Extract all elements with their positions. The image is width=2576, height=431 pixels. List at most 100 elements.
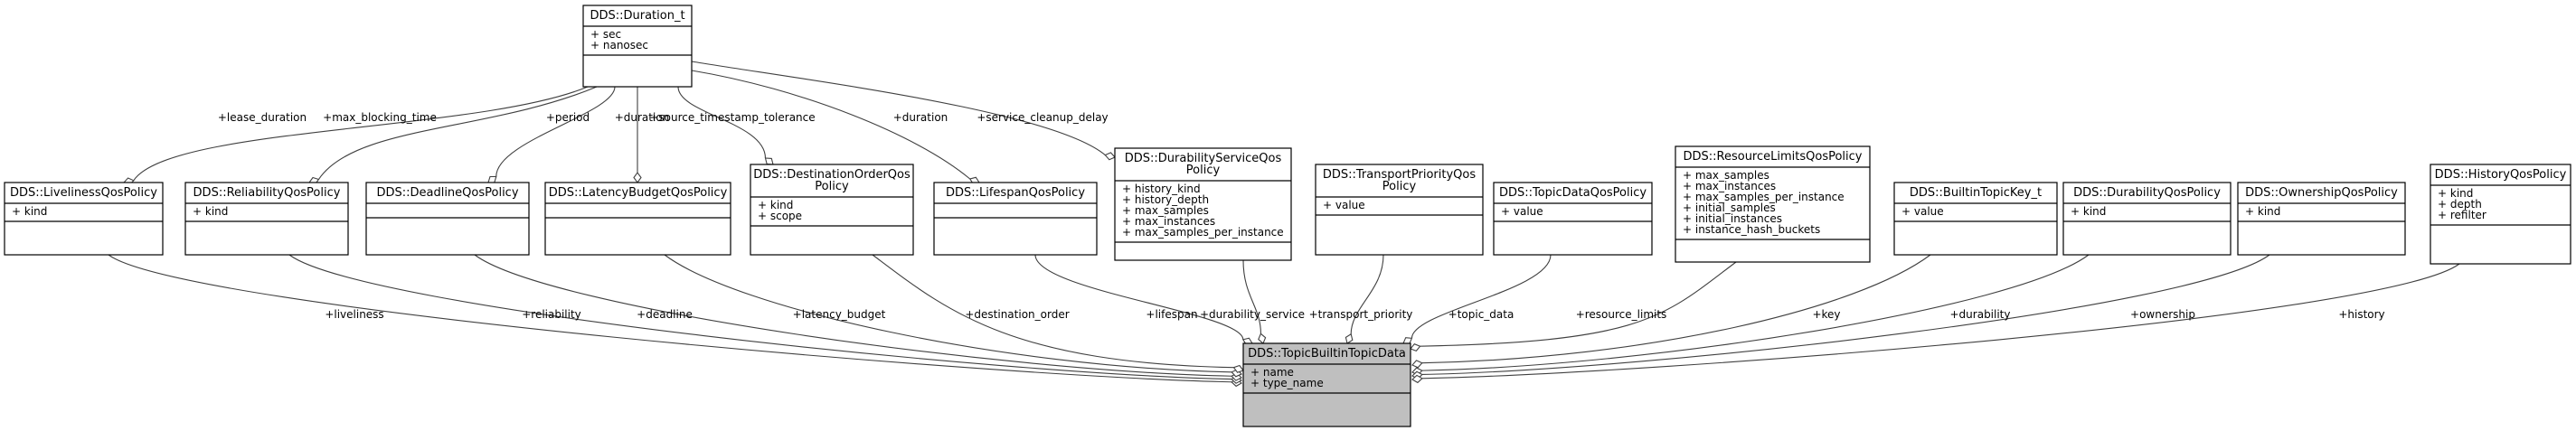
class-title: DDS::BuiltinTopicKey_t — [1910, 186, 2042, 200]
class-attribute: + value — [1901, 205, 1944, 218]
class-title: DDS::TransportPriorityQos — [1323, 168, 1476, 182]
dependency-edge — [691, 61, 1106, 155]
class-box-frame — [184, 182, 349, 256]
class-box-frame — [933, 182, 1098, 256]
class-title: DDS::TopicBuiltinTopicData — [1248, 347, 1406, 361]
class-attribute: + instance_hash_buckets — [1683, 223, 1820, 236]
composition-edge — [1421, 254, 2090, 371]
class-attribute: + max_samples_per_instance — [1683, 191, 1845, 203]
class-box-frame — [4, 182, 164, 256]
class-title: DDS::DeadlineQosPolicy — [376, 186, 518, 200]
composition-edge — [474, 254, 1232, 377]
aggregation-diamond — [633, 172, 642, 183]
class-attribute: + kind — [2245, 205, 2280, 218]
composition-edge — [1421, 263, 2460, 379]
aggregation-diamond — [1104, 152, 1116, 161]
boxes-layer: DDS::LivelinessQosPolicy+ kind DDS::Relia… — [4, 5, 2571, 427]
labels-layer: +lease_duration+max_blocking_time+period… — [218, 111, 2385, 321]
class-attribute: + value — [1501, 205, 1543, 218]
class-attribute: + name — [1250, 366, 1294, 379]
class-box-frame — [582, 5, 693, 88]
dependency-edge — [495, 86, 616, 177]
class-box-lifespan: DDS::LifespanQosPolicy — [933, 182, 1098, 256]
class-box-reliability: DDS::ReliabilityQosPolicy+ kind — [184, 182, 349, 256]
edge-label: +history — [2338, 308, 2384, 321]
composition-edge — [1350, 254, 1384, 334]
class-title: Policy — [1382, 180, 1417, 193]
dependency-edge — [317, 86, 598, 180]
class-title: DDS::DurabilityQosPolicy — [2073, 186, 2221, 200]
class-attribute: + kind — [12, 205, 47, 218]
edge-label: +source_timestamp_tolerance — [649, 111, 815, 124]
edge-label: +max_blocking_time — [323, 111, 437, 124]
composition-edge — [108, 254, 1232, 383]
class-title: DDS::DestinationOrderQos — [753, 168, 911, 182]
class-box-main: DDS::TopicBuiltinTopicData+ name+ type_n… — [1242, 342, 1411, 427]
edge-label: +topic_data — [1448, 308, 1514, 321]
class-box-frame — [1675, 145, 1871, 263]
composition-edge — [1420, 261, 1737, 347]
class-title: DDS::LatencyBudgetQosPolicy — [549, 186, 728, 200]
class-title: DDS::LifespanQosPolicy — [946, 186, 1085, 200]
edge-label: +reliability — [522, 308, 581, 321]
edge-label: +lifespan — [1146, 308, 1197, 321]
composition-edge — [1421, 254, 1931, 364]
class-box-frame — [750, 164, 914, 256]
class-title: DDS::Duration_t — [590, 9, 684, 23]
class-attribute: + depth — [2438, 198, 2482, 211]
class-title: Policy — [1186, 164, 1221, 177]
composition-edge — [1242, 259, 1261, 334]
class-box-frame — [1893, 182, 2058, 256]
class-title: DDS::HistoryQosPolicy — [2435, 168, 2567, 182]
class-attribute: + max_samples_per_instance — [1122, 226, 1284, 239]
class-box-frame — [365, 182, 530, 256]
class-attribute: + max_samples — [1122, 204, 1209, 217]
class-title: Policy — [815, 180, 849, 193]
class-box-frame — [1242, 342, 1411, 427]
edge-label: +transport_priority — [1309, 308, 1413, 321]
class-attribute: + max_instances — [1122, 215, 1215, 228]
class-attribute: + kind — [2438, 187, 2473, 200]
class-attribute: + nanosec — [590, 39, 648, 52]
class-box-frame — [1114, 147, 1292, 261]
edge-label: +durability — [1950, 308, 2011, 321]
class-attribute: + scope — [758, 210, 802, 222]
class-title: DDS::OwnershipQosPolicy — [2245, 186, 2398, 200]
class-box-liveliness: DDS::LivelinessQosPolicy+ kind — [4, 182, 164, 256]
class-box-durability: DDS::DurabilityQosPolicy+ kind — [2062, 182, 2232, 256]
dependency-edge — [133, 86, 589, 182]
composition-edge — [872, 254, 1234, 369]
edge-label: +resource_limits — [1576, 308, 1667, 321]
class-box-topicdata: DDS::TopicDataQosPolicy+ value — [1493, 182, 1653, 256]
aggregation-diamond — [764, 157, 774, 165]
edge-label: +key — [1812, 308, 1840, 321]
class-attribute: + max_instances — [1683, 180, 1776, 192]
class-attribute: + max_samples — [1683, 169, 1769, 182]
composition-diamond — [1411, 374, 1423, 384]
class-box-frame — [1493, 182, 1653, 256]
composition-diamond — [1345, 333, 1354, 344]
edge-label: +destination_order — [965, 308, 1069, 321]
edges-layer — [108, 61, 2460, 388]
edge-label: +liveliness — [325, 308, 383, 321]
class-attribute: + value — [1323, 199, 1365, 211]
class-box-frame — [2062, 182, 2232, 256]
class-attribute: + kind — [2071, 205, 2106, 218]
composition-edge — [1421, 254, 2270, 376]
class-box-duration: DDS::Duration_t+ sec+ nanosec — [582, 5, 693, 88]
composition-diamond — [1410, 343, 1421, 352]
class-attribute: + sec — [590, 28, 621, 41]
class-box-frame — [2237, 182, 2406, 256]
edge-label: +duration — [893, 111, 948, 124]
class-box-builtinkey: DDS::BuiltinTopicKey_t+ value — [1893, 182, 2058, 256]
class-attribute: + initial_samples — [1683, 201, 1776, 214]
edge-label: +ownership — [2130, 308, 2195, 321]
class-box-ownership: DDS::OwnershipQosPolicy+ kind — [2237, 182, 2406, 256]
class-attribute: + kind — [758, 199, 793, 211]
aggregation-diamond — [487, 175, 497, 183]
class-box-history: DDS::HistoryQosPolicy+ kind+ depth+ refi… — [2430, 164, 2571, 265]
class-box-latency: DDS::LatencyBudgetQosPolicy — [544, 182, 731, 256]
